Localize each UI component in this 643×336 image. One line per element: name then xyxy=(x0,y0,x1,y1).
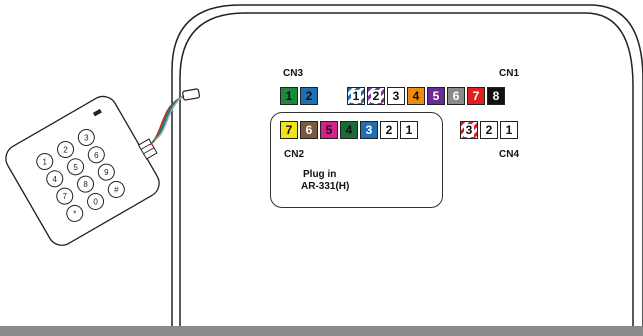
cn2-pin-5: 5 xyxy=(320,121,338,139)
keypad-key[interactable]: 3 xyxy=(75,127,97,149)
cn2-pin-label: 5 xyxy=(325,122,333,137)
keypad-key-label: * xyxy=(73,209,76,218)
cn1-pin-label: 1 xyxy=(350,88,362,103)
cn2-pin-label: 4 xyxy=(345,122,353,137)
cn1-pin-label: 5 xyxy=(432,88,440,103)
keypad-key-label: 8 xyxy=(83,180,88,189)
keypad-key-label: 4 xyxy=(53,175,58,184)
keypad-key-label: 3 xyxy=(84,133,89,142)
cn2-pin-label: 1 xyxy=(405,122,413,137)
cable-end-connector xyxy=(182,88,201,101)
cn4-pin-label: 1 xyxy=(505,122,513,137)
cn2-pin-3: 3 xyxy=(360,121,378,139)
bottom-bar xyxy=(0,326,643,336)
keypad-key-label: 0 xyxy=(93,197,98,206)
plug-in-box xyxy=(270,112,443,208)
enclosure-outline-inner xyxy=(179,12,634,336)
cn2-pin-7: 7 xyxy=(280,121,298,139)
cn1-pin-5: 5 xyxy=(427,87,445,105)
cn3-pin-label: 2 xyxy=(305,88,313,103)
keypad-key-label: 6 xyxy=(94,151,99,160)
keypad-key[interactable]: # xyxy=(105,179,127,201)
cn4-pin-1: 1 xyxy=(500,121,518,139)
cn1-pin-4: 4 xyxy=(407,87,425,105)
keypad-led xyxy=(92,108,102,117)
plug-in-text: Plug in xyxy=(303,169,337,180)
cn2-pin-label: 2 xyxy=(385,122,393,137)
cn4-label: CN4 xyxy=(499,149,520,160)
cn1-pin-6: 6 xyxy=(447,87,465,105)
keypad-key[interactable]: 9 xyxy=(95,161,117,183)
cn4-pin-2: 2 xyxy=(480,121,498,139)
enclosure-outline-outer xyxy=(171,4,643,336)
keypad-key[interactable]: 5 xyxy=(65,156,87,178)
cn1-pin-label: 2 xyxy=(370,88,382,103)
keypad-key[interactable]: 0 xyxy=(85,191,107,213)
cn1-pin-label: 4 xyxy=(412,88,420,103)
keypad-key[interactable]: * xyxy=(64,203,86,225)
cn1-pin-label: 7 xyxy=(472,88,480,103)
cn1-label: CN1 xyxy=(499,68,520,79)
cn3-label: CN3 xyxy=(283,68,304,79)
cn2-pin-label: 3 xyxy=(365,122,373,137)
cn2-pin-6: 6 xyxy=(300,121,318,139)
cn3-pin-2: 2 xyxy=(300,87,318,105)
cn1-pin-1: 1 xyxy=(347,87,365,105)
cn1-pin-8: 8 xyxy=(487,87,505,105)
keypad-key-label: # xyxy=(114,185,119,194)
keypad-key-label: 9 xyxy=(104,168,109,177)
cn3-pin-label: 1 xyxy=(285,88,293,103)
keypad-key[interactable]: 4 xyxy=(44,168,66,190)
cn1-pin-label: 8 xyxy=(492,88,500,103)
cn4-pin-label: 3 xyxy=(463,122,475,137)
plug-model-text: AR-331(H) xyxy=(301,181,350,192)
cn1-pin-2: 2 xyxy=(367,87,385,105)
cn2-pin-2: 2 xyxy=(380,121,398,139)
keypad-key-label: 5 xyxy=(73,163,78,172)
cn4-pin-3: 3 xyxy=(460,121,478,139)
cable-wire xyxy=(151,93,187,144)
keypad-key-label: 2 xyxy=(63,145,68,154)
cn1-pin-label: 3 xyxy=(392,88,400,103)
cn4-pin-label: 2 xyxy=(485,122,493,137)
cn2-pin-label: 7 xyxy=(285,122,293,137)
keypad-key-label: 1 xyxy=(43,157,48,166)
cn1-pin-3: 3 xyxy=(387,87,405,105)
keypad-key[interactable]: 2 xyxy=(55,139,77,161)
keypad-key[interactable]: 1 xyxy=(34,151,56,173)
cn1-pin-label: 6 xyxy=(452,88,460,103)
cn2-pin-label: 6 xyxy=(305,122,313,137)
cn2-pin-1: 1 xyxy=(400,121,418,139)
keypad-device: 1 2 3 4 5 6 7 8 9 * 0 # xyxy=(5,95,160,246)
cn2-label: CN2 xyxy=(284,149,305,160)
cn1-pin-7: 7 xyxy=(467,87,485,105)
cn2-pin-4: 4 xyxy=(340,121,358,139)
keypad-key[interactable]: 8 xyxy=(75,173,97,195)
keypad-key-label: 7 xyxy=(63,192,68,201)
cn3-pin-1: 1 xyxy=(280,87,298,105)
keypad-key[interactable]: 7 xyxy=(54,185,76,207)
keypad-key[interactable]: 6 xyxy=(85,144,107,166)
